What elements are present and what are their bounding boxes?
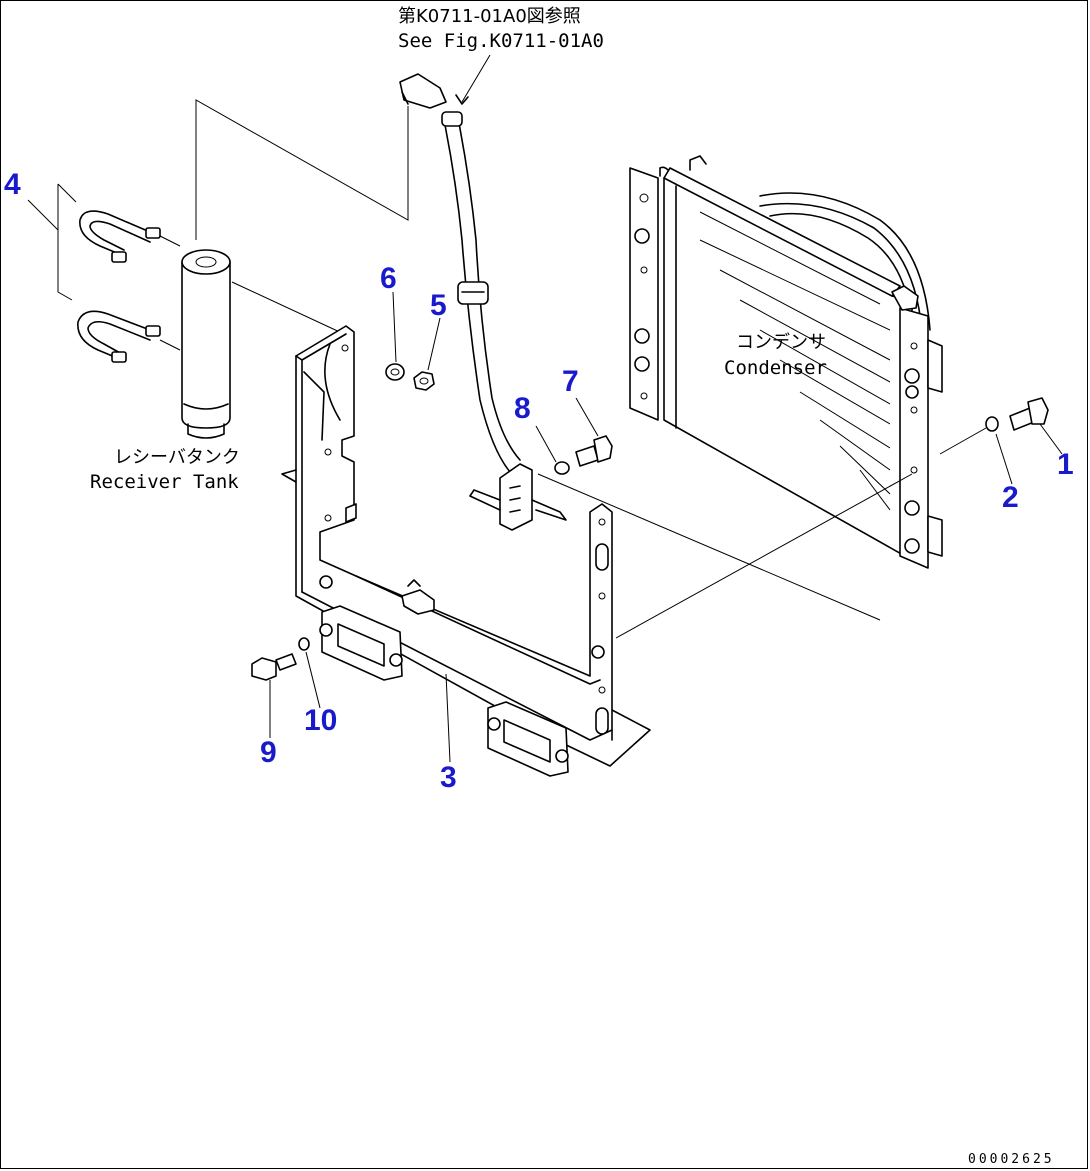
document-number: 00002625 — [968, 1152, 1055, 1167]
receiver-tank-label-en: Receiver Tank — [90, 471, 239, 493]
condenser-label-jp: コンデンサ — [736, 332, 826, 353]
u-bolt-upper — [79, 210, 161, 263]
mount-left — [319, 605, 403, 681]
mount-right — [487, 701, 569, 777]
hose — [399, 73, 521, 473]
washer-10 — [298, 637, 310, 651]
u-bolt-lower — [77, 310, 161, 363]
callout-7: 7 — [562, 365, 579, 398]
washer-2 — [985, 416, 999, 432]
receiver-tank — [181, 249, 231, 439]
condenser — [629, 155, 943, 569]
callout-10: 10 — [304, 704, 337, 737]
reference-leader — [461, 54, 491, 103]
receiver-tank-label-jp: レシーバタンク — [114, 447, 240, 468]
reference-arrow — [455, 94, 469, 105]
callout-7-leader — [575, 397, 599, 437]
leader-tank-top — [195, 99, 409, 240]
washer-6 — [385, 363, 405, 381]
callout-8: 8 — [514, 392, 531, 425]
callout-2: 2 — [1002, 481, 1019, 514]
bolt-7 — [575, 435, 613, 467]
callout-5: 5 — [430, 289, 447, 322]
callout-9: 9 — [260, 736, 277, 769]
hose-clamp — [469, 463, 567, 531]
leader-tank-bracket — [231, 281, 345, 335]
callout-4: 4 — [4, 168, 21, 201]
bolt-9 — [251, 653, 297, 681]
callout-1: 1 — [1057, 448, 1074, 481]
callout-1-leader — [1039, 423, 1063, 455]
callout-6-leader — [392, 291, 397, 363]
bolt-1 — [1009, 397, 1049, 431]
callout-3: 3 — [440, 761, 457, 794]
leader-bracket-condenser — [615, 473, 913, 639]
callout-6: 6 — [380, 262, 397, 295]
condenser-label-en: Condenser — [724, 357, 827, 379]
reference-en: See Fig.K0711-01A0 — [398, 30, 604, 52]
callout-4-bracket — [57, 184, 73, 301]
washer-8 — [554, 461, 570, 475]
bracket-3 — [281, 325, 651, 767]
callout-4-leader — [27, 199, 59, 231]
callout-5-leader — [427, 317, 441, 371]
nut-5 — [413, 371, 435, 391]
callout-3-leader — [445, 673, 451, 763]
reference-jp: 第K0711-01A0図参照 — [398, 6, 581, 27]
callout-10-leader — [305, 651, 321, 709]
callout-2-leader — [995, 433, 1013, 485]
callout-8-leader — [535, 425, 557, 463]
